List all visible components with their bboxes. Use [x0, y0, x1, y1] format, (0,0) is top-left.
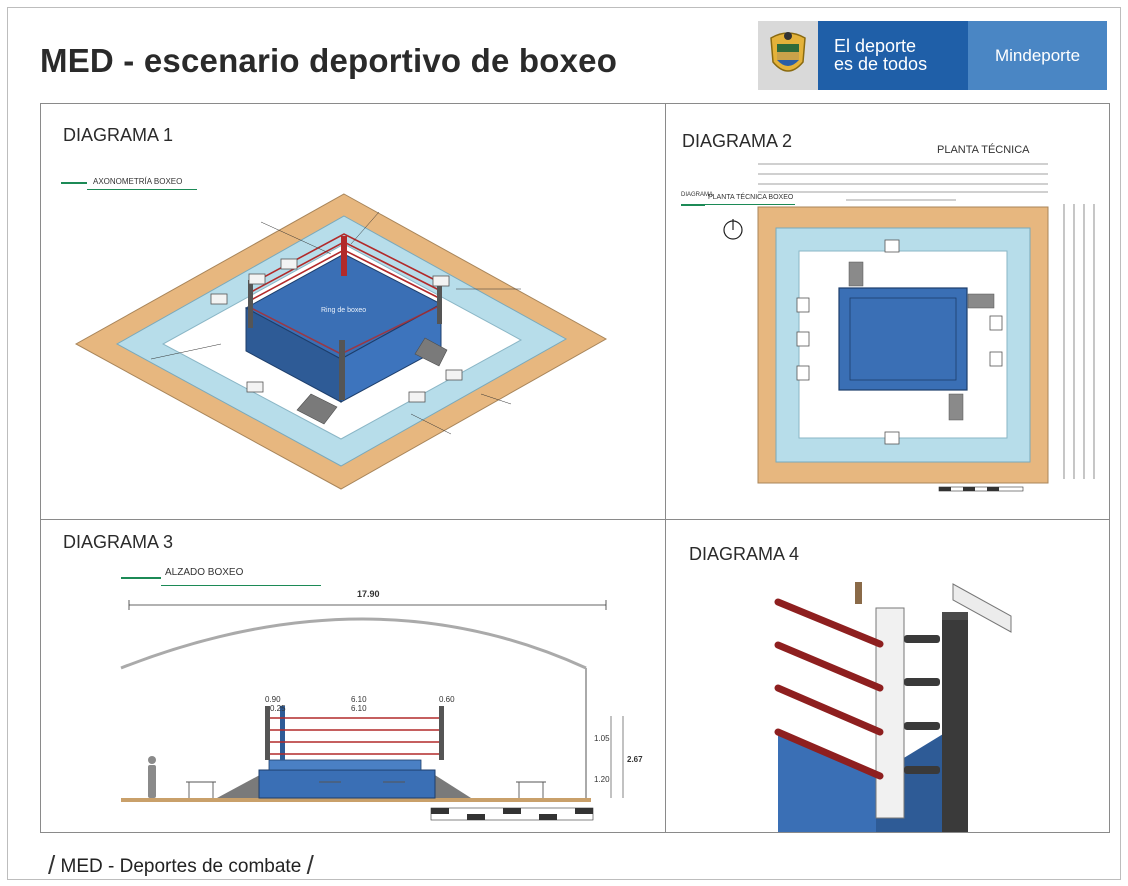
- diagram-2-sublabel: PLANTA TÉCNICA BOXEO: [708, 194, 794, 201]
- rope-detail-drawing: [774, 582, 1012, 832]
- dim-platform-height: 1.20: [594, 775, 610, 784]
- diagram-1-tag-bar: [61, 182, 87, 184]
- coat-of-arms-icon: [758, 21, 818, 90]
- diagram-1-panel: DIAGRAMA 1 AXONOMETRÍA BOXEO: [41, 104, 666, 520]
- north-arrow-icon: [723, 219, 743, 240]
- diagram-3-panel: DIAGRAMA 3 ALZADO BOXEO: [41, 520, 666, 832]
- diagram-1-sublabel: AXONOMETRÍA BOXEO: [93, 177, 183, 186]
- diagram-3-sublabel: ALZADO BOXEO: [165, 567, 244, 578]
- plan-title: PLANTA TÉCNICA: [937, 144, 1030, 156]
- page-title: MED - escenario deportivo de boxeo: [40, 42, 618, 79]
- elevation-drawing: [120, 600, 624, 821]
- dim-total-height: 2.67: [627, 755, 643, 764]
- ring-label: Ring de boxeo: [321, 307, 367, 314]
- slogan-line-2: es de todos: [834, 54, 928, 74]
- page-frame: [7, 7, 1121, 880]
- dim-right-margin: 0.60: [439, 695, 455, 704]
- mindeporte-logo: El deporte es de todos Mindeporte: [758, 21, 1107, 90]
- footer-slash-left: /: [48, 850, 56, 880]
- diagram-3-tag-bar: [121, 577, 161, 579]
- logo-slogan: El deporte es de todos: [818, 21, 968, 90]
- diagram-2-tag-bar: [681, 204, 705, 206]
- page-footer: / MED - Deportes de combate /: [48, 850, 314, 881]
- dim-inner-margin: 0.25: [270, 704, 286, 713]
- diagram-2-label: DIAGRAMA 2: [682, 131, 793, 151]
- footer-slash-right: /: [306, 850, 314, 880]
- dim-left-margin: 0.90: [265, 695, 281, 704]
- slogan-line-1: El deporte: [834, 36, 917, 56]
- diagram-2-panel: DIAGRAMA 2 PLANTA TÉCNICA DIAGRAMA PLANT…: [666, 104, 1109, 520]
- technical-plan-drawing: [723, 163, 1095, 492]
- diagram-4-panel: DIAGRAMA 4: [666, 520, 1109, 832]
- diagram-4-label: DIAGRAMA 4: [689, 544, 800, 564]
- footer-text: MED - Deportes de combate: [60, 856, 302, 877]
- diagram-2-tag-line: [705, 204, 795, 205]
- diagram-1-tag-line: [87, 189, 197, 190]
- axonometry-drawing: [74, 193, 608, 490]
- diagram-grid: DIAGRAMA 1 AXONOMETRÍA BOXEO: [40, 103, 1110, 833]
- diagram-2-side-label: DIAGRAMA: [681, 192, 714, 198]
- diagram-1-label: DIAGRAMA 1: [63, 125, 174, 145]
- diagram-3-tag-line: [161, 585, 321, 586]
- dim-rope-height: 1.05: [594, 734, 610, 743]
- logo-brand: Mindeporte: [968, 21, 1107, 90]
- dim-ring-width: 6.10: [351, 695, 367, 704]
- dim-total-span: 17.90: [357, 589, 380, 599]
- dim-inner-width: 6.10: [351, 704, 367, 713]
- diagram-3-label: DIAGRAMA 3: [63, 532, 174, 552]
